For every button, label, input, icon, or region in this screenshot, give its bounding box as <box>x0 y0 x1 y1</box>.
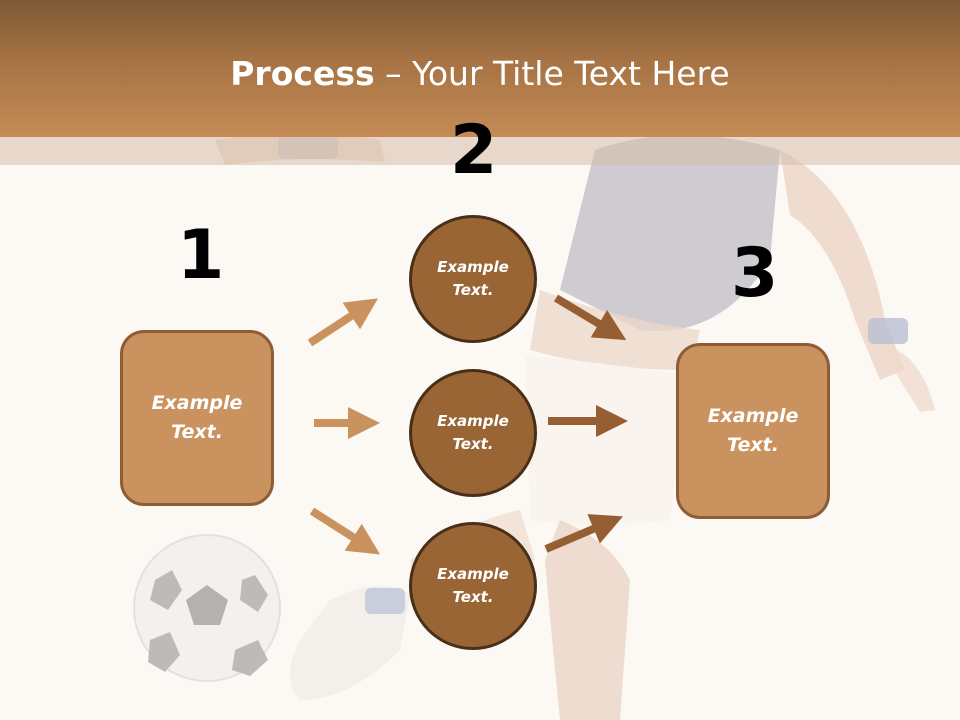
arrow-box1-to-circle1 <box>307 298 379 347</box>
circle-3: Example Text. <box>409 522 537 650</box>
circle-2-label: Example Text. <box>437 412 509 453</box>
title-bar <box>0 0 960 137</box>
circle-1: Example Text. <box>409 215 537 343</box>
step-1-box-label: Example Text. <box>151 392 243 443</box>
title-bar-band <box>0 137 960 165</box>
page-title: Process – Your Title Text Here <box>0 52 960 96</box>
circle-2: Example Text. <box>409 369 537 497</box>
circle-3-label: Example Text. <box>437 565 509 606</box>
step-number-2: 2 <box>450 111 498 190</box>
step-number-1: 1 <box>177 216 225 295</box>
step-3-box: Example Text. <box>676 343 830 519</box>
page-title-rest: – Your Title Text Here <box>374 54 730 93</box>
circle-1-label: Example Text. <box>437 258 509 299</box>
arrow-box1-to-circle3 <box>309 507 381 555</box>
arrow-circle1-to-box3 <box>553 294 627 341</box>
step-number-3: 3 <box>731 234 779 313</box>
arrow-circle3-to-box3 <box>544 514 624 553</box>
step-3-box-label: Example Text. <box>707 405 799 456</box>
page-title-bold: Process <box>230 54 375 93</box>
step-1-box: Example Text. <box>120 330 274 506</box>
